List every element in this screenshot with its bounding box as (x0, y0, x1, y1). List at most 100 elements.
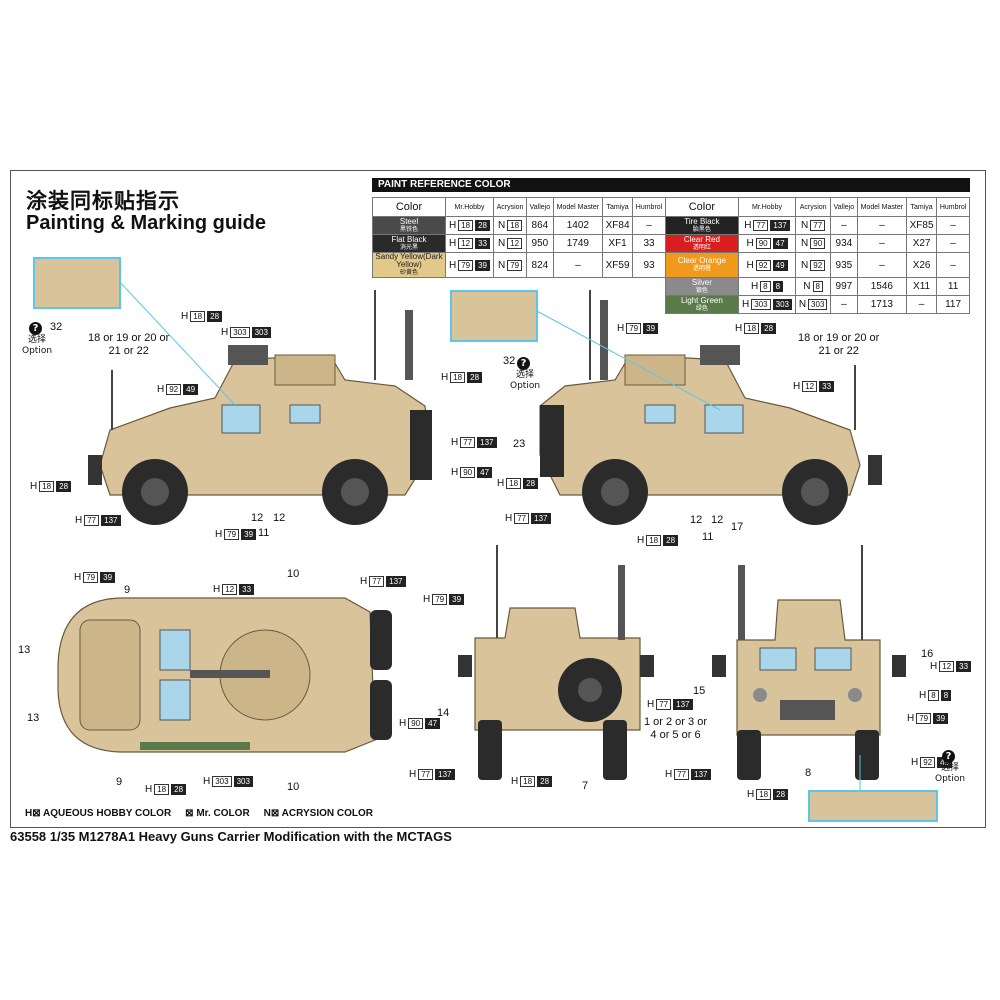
mm-code: – (552, 252, 604, 278)
aqueous-code: 77 (656, 699, 672, 710)
legend-aqueous: H⊠ AQUEOUS HOBBY COLOR (25, 808, 172, 819)
aqueous-code: 18 (39, 481, 55, 492)
aqueous-code: 77 (418, 769, 434, 780)
acrysion-value: 77 (810, 220, 826, 231)
col-vallejo-right: Vallejo (830, 197, 858, 217)
empty-cell (373, 278, 446, 296)
tamiya-code: XF59 (602, 252, 634, 278)
mr-color-code: 8 (772, 281, 784, 292)
mr-color-code: 137 (531, 513, 551, 524)
tamiya-code: X11 (906, 277, 938, 296)
aqueous-code: 18 (506, 478, 522, 489)
empty-cell (373, 296, 446, 314)
acrysion-value: 79 (507, 259, 523, 271)
aqueous-code: 90 (408, 718, 424, 729)
mr-color-code: 137 (435, 769, 455, 780)
mr-color-code: 33 (239, 584, 255, 595)
inset-detail-front (808, 790, 938, 822)
mr-color-code: 39 (241, 529, 257, 540)
mr-color-code: 39 (643, 323, 659, 334)
decal-note-left: 18 or 19 or 20 or 21 or 22 (88, 332, 170, 357)
humbrol-code: – (936, 234, 970, 253)
mr-color-code: 49 (183, 384, 199, 395)
part-number: 14 (437, 707, 450, 719)
mr-color-code: 28 (207, 311, 223, 322)
aqueous-code: 90 (755, 238, 771, 249)
col-tamiya-left: Tamiya (602, 197, 634, 217)
part-number: 15 (693, 685, 706, 697)
vallejo-code: 935 (830, 252, 858, 278)
part-number: 17 (731, 521, 744, 533)
option-label: 选择 Option (22, 335, 53, 356)
mr-color-code: 33 (819, 381, 835, 392)
tamiya-code: X27 (906, 234, 938, 253)
mr-color-code: 137 (477, 437, 497, 448)
vallejo-code: – (830, 295, 858, 314)
tamiya-code: XF85 (906, 216, 938, 235)
aqueous-code: 92 (166, 384, 182, 395)
part-number: 12 (711, 514, 724, 526)
part-number: 32 (50, 321, 63, 333)
paint-reference-table: PAINT REFERENCE COLOR Color Mr.Hobby Acr… (372, 178, 970, 314)
vallejo-code: 864 (526, 216, 554, 235)
color-swatch: Sandy Yellow(Dark Yellow)砂黄色 (372, 252, 446, 278)
vallejo-code: 824 (526, 252, 554, 278)
aqueous-code: 92 (920, 757, 936, 768)
product-caption: 63558 1/35 M1278A1 Heavy Guns Carrier Mo… (10, 829, 452, 844)
part-number: 32 (503, 355, 516, 367)
aqueous-code: 8 (760, 281, 771, 292)
mr-color-code: 47 (477, 467, 493, 478)
empty-cell (603, 278, 633, 296)
mr-color-code: 39 (933, 713, 949, 724)
aqueous-code: 303 (751, 299, 771, 310)
col-acrysion-left: Acrysion (492, 197, 528, 217)
aqueous-code: 18 (756, 789, 772, 800)
aqueous-code: 77 (369, 576, 385, 587)
aqueous-code: 18 (458, 220, 474, 231)
decal-note-right: 18 or 19 or 20 or 21 or 22 (798, 332, 880, 357)
option-marker-left: ? 选择 Option (22, 322, 52, 357)
aqueous-code: 79 (83, 572, 99, 583)
aqueous-code: 79 (432, 594, 448, 605)
mr-color-code: 8 (940, 690, 952, 701)
humbrol-code: 117 (936, 295, 970, 314)
tamiya-code: XF84 (602, 216, 634, 235)
empty-cell (553, 296, 602, 314)
part-number: 23 (513, 438, 526, 450)
tamiya-code: XF1 (602, 234, 634, 253)
part-number: 13 (27, 712, 40, 724)
col-tamiya-right: Tamiya (906, 197, 938, 217)
empty-cell (633, 296, 666, 314)
color-name-cn: 黑铁色 (399, 225, 418, 233)
mr-color-code: 137 (101, 515, 121, 526)
aqueous-code: 77 (460, 437, 476, 448)
legend-mr-color: ⊠ Mr. COLOR (185, 808, 250, 819)
part-number: 13 (18, 644, 31, 656)
vallejo-code: 997 (830, 277, 858, 296)
humbrol-code: – (936, 216, 970, 235)
col-color-left: Color (372, 197, 446, 217)
